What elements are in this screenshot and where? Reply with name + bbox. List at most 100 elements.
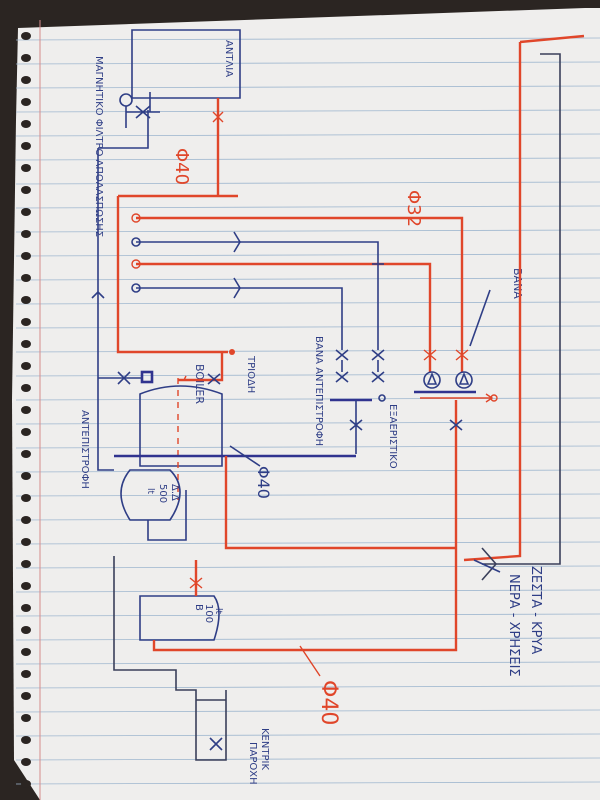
bottom-pipe: Φ40 [299,645,341,725]
ruled-line [15,517,600,521]
spiral-hole [21,714,31,722]
ruled-line [15,61,600,65]
spiral-hole [21,32,31,40]
pipe-size-top-right: Φ32 [403,190,424,227]
spiral-hole [21,296,31,304]
cold-manifold [136,231,384,350]
ruled-line [15,205,600,209]
ruled-line [15,445,600,449]
ruled-line [15,301,600,305]
paper-sheet [12,8,600,800]
spiral-hole [21,120,31,128]
spiral-hole [21,384,31,392]
air-vent: ΕΞΑΕΡΙΣΤΙΚΟ [378,394,398,469]
blue-return-lines [91,110,149,471]
ruled-line [15,37,600,41]
ruled-line [15,685,600,689]
spiral-hole [21,318,31,326]
spiral-hole [21,98,31,106]
spiral-hole [21,582,31,590]
spiral-hole [21,758,31,766]
spiral-hole [21,670,31,678]
spiral-hole [21,494,31,502]
ruled-line [15,85,600,89]
ruled-line [15,493,600,497]
spiral-hole [21,780,31,788]
ruled-lines [15,37,600,785]
spiral-hole [21,538,31,546]
spiral-hole [21,736,31,744]
ruled-line [15,109,600,113]
ruled-line [15,253,600,257]
valve-return-label: ΒΑΝΑ ΑΝΤΕΠΙΣΤΡΟΦΗ [313,336,324,446]
pipe-size-bottom: Φ40 [316,680,341,725]
boiler-100-label-b: 100 [203,604,214,623]
cold-line-down: ΚΕΝΤΡΙΚ ΠΑΡΟΧΗ [113,556,270,785]
spiral-hole [21,230,31,238]
spiral-hole [21,362,31,370]
spiral-hole [21,76,31,84]
ruled-line [15,469,600,473]
ruled-line [15,373,600,377]
hot-cold-label-b: ΝΕΡΑ - ΧΡΗΣΕΙΣ [506,574,521,677]
spiral-binding-holes [21,32,31,788]
spiral-hole [21,604,31,612]
pipe-size-top: Φ40 [171,148,192,185]
tank-500-label-c: lt [145,488,155,495]
ruled-line [15,325,600,329]
spiral-hole [21,406,31,414]
ruled-line [15,781,600,785]
boiler-bottom-pipe: Φ40 [114,445,356,499]
boiler-tank: BOILER ΤΡΙΟΔΗ [98,352,256,500]
spiral-hole [21,208,31,216]
boiler-100-label-c: lt [213,608,223,615]
ruled-line [15,421,600,425]
magnetic-filter-label-1: ΜΑΓΝΗΤΙΚΟ ΦΙΛΤΡΟ ΑΠΟΛΑΣΠΩΣΗΣ [93,56,104,237]
ruled-line [15,397,600,401]
valve-row: ΒΑΝΑ ΑΝΤΕΠΙΣΤΡΟΦΗ [313,336,385,454]
pump: ΑΝΤΛΙΑ [131,29,241,99]
spiral-hole [21,340,31,348]
pipe-size-mid: Φ40 [254,466,273,499]
central-supply-label-b: ΠΑΡΟΧΗ [247,742,258,785]
spiral-hole [21,164,31,172]
expansion-label: ΕΞΑΕΡΙΣΤΙΚΟ [387,404,398,469]
hot-manifold: Φ32 [116,190,464,372]
return-valve-label: ΑΝΤΕΠΙΣΤΡΟΦΗ [79,410,90,489]
water-heater-100: B 100 lt [139,456,458,652]
pump-label: ΑΝΤΛΙΑ [223,40,234,77]
spiral-hole [21,516,31,524]
valve-label: ΒΑΝΑ [511,268,524,299]
spiral-hole [21,692,31,700]
ruled-line [15,229,600,233]
spiral-hole [21,274,31,282]
spiral-hole [21,472,31,480]
spiral-hole [21,142,31,150]
notebook-page [12,8,600,800]
tank-500-label-b: 500 [157,484,168,503]
ruled-line [15,349,600,353]
circulator-pumps: ΒΑΝΑ [414,268,524,560]
manifold-ports [131,213,141,293]
spiral-hole [21,186,31,194]
spiral-hole [21,450,31,458]
hot-cold-label-a: ΖΕΣΤΑ - ΚΡΥΑ [528,566,543,654]
tee-label: ΤΡΙΟΔΗ [245,355,256,393]
ruled-line [15,541,600,545]
ruled-line [15,709,600,713]
magnetic-filter: ΜΑΓΝΗΤΙΚΟ ΦΙΛΤΡΟ ΑΠΟΛΑΣΠΩΣΗΣ [93,56,160,237]
central-supply-label-a: ΚΕΝΤΡΙΚ [259,728,270,770]
ruled-line [15,133,600,137]
spiral-hole [21,648,31,656]
pump-outlet: Φ40 [171,98,224,196]
spiral-hole [21,252,31,260]
tank-500-label-a: Δ.Δ [169,484,180,501]
boiler-label: BOILER [193,364,206,404]
spiral-hole [21,560,31,568]
ruled-line [15,733,600,737]
hot-cold-supply-loop: ΖΕΣΤΑ - ΚΡΥΑ ΝΕΡΑ - ΧΡΗΣΕΙΣ [463,34,585,677]
spiral-hole [21,626,31,634]
spiral-hole [21,428,31,436]
ruled-line [15,181,600,185]
